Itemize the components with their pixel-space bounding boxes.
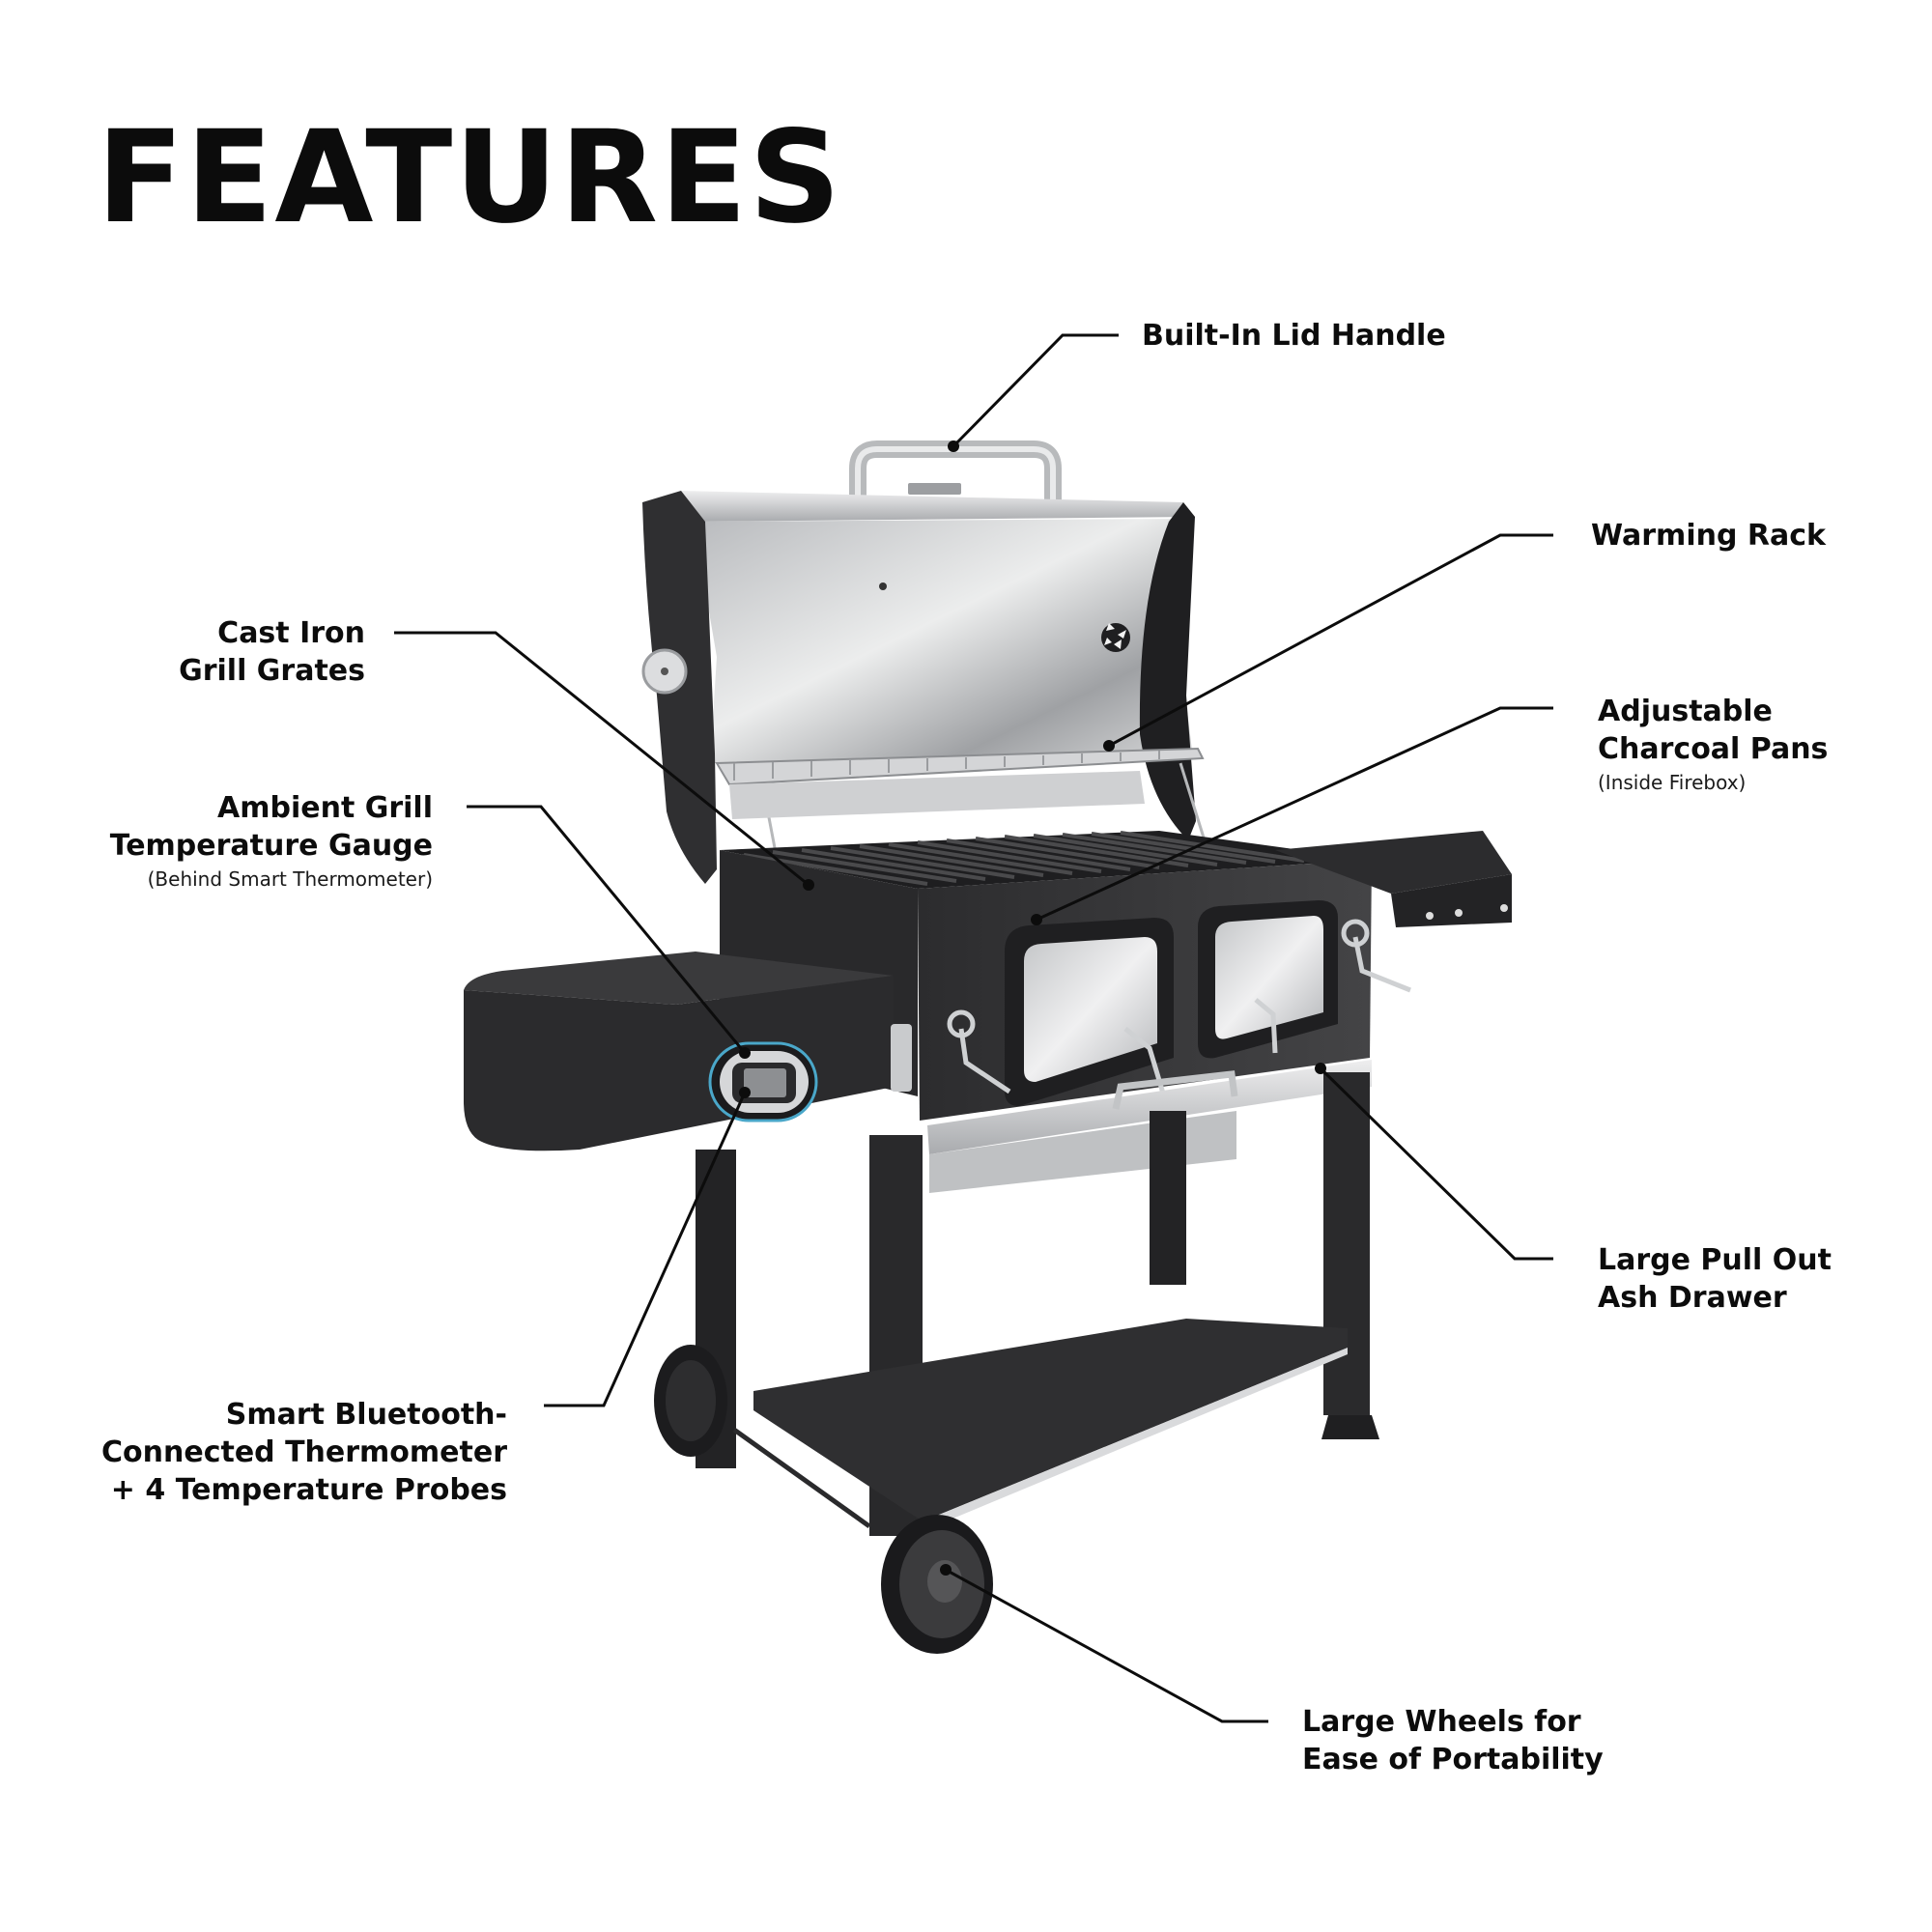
warming-rack-graphic xyxy=(715,747,1209,899)
leader-dot-charcoal-pans xyxy=(1031,914,1042,925)
callout-note: (Behind Smart Thermometer) xyxy=(147,867,433,891)
leader-dot-warming-rack xyxy=(1103,740,1115,752)
callout-text: Ash Drawer xyxy=(1598,1281,1787,1315)
callout-text: Charcoal Pans xyxy=(1598,732,1829,766)
callout-text: Connected Thermometer xyxy=(101,1435,507,1469)
callout-text: Grill Grates xyxy=(179,654,365,688)
left-shelf-graphic xyxy=(464,952,912,1151)
callout-text: Smart Bluetooth- xyxy=(225,1398,507,1432)
callout-text: Cast Iron xyxy=(217,616,365,650)
leader-line-ash-drawer xyxy=(1319,1066,1553,1261)
callout-text: Built-In Lid Handle xyxy=(1142,319,1446,353)
callout-lid-handle: Built-In Lid Handle xyxy=(1142,317,1446,355)
leader-line-lid-handle xyxy=(952,333,1119,448)
leader-dot-temp-gauge xyxy=(739,1047,751,1059)
page-title: FEATURES xyxy=(97,103,843,252)
leader-line-charcoal-pans xyxy=(1036,706,1553,922)
cart-graphic xyxy=(654,1072,1379,1654)
lid-graphic xyxy=(641,491,1196,884)
callout-smart-thermometer: Smart Bluetooth-Connected Thermometer + 4… xyxy=(101,1396,507,1509)
leader-dot-smart-thermometer xyxy=(739,1087,751,1098)
callout-text: Warming Rack xyxy=(1591,519,1826,553)
leader-dot-lid-handle xyxy=(948,440,959,452)
leader-line-temp-gauge xyxy=(467,805,747,1054)
leader-dot-wheels xyxy=(940,1564,952,1576)
callout-text: Temperature Gauge xyxy=(109,829,433,863)
leader-line-wheels xyxy=(945,1568,1268,1723)
leader-line-warming-rack xyxy=(1108,533,1553,748)
lid-handle-graphic xyxy=(849,440,1062,511)
right-shelf-graphic xyxy=(1275,831,1512,927)
leader-dot-cast-iron-grates xyxy=(803,879,814,891)
callout-text: Ambient Grill xyxy=(217,791,433,825)
leader-line-cast-iron-grates xyxy=(394,631,810,887)
leader-lines xyxy=(394,333,1553,1723)
leader-dot-ash-drawer xyxy=(1315,1063,1326,1074)
callout-text: Large Wheels for xyxy=(1302,1705,1581,1739)
leader-line-smart-thermometer xyxy=(544,1092,747,1407)
callout-text: Large Pull Out xyxy=(1598,1243,1832,1277)
callout-text: + 4 Temperature Probes xyxy=(110,1473,507,1507)
callout-note: (Inside Firebox) xyxy=(1598,771,1747,794)
callout-text: Ease of Portability xyxy=(1302,1743,1604,1776)
callout-text: Adjustable xyxy=(1598,695,1773,728)
callout-warming-rack: Warming Rack xyxy=(1591,517,1826,554)
